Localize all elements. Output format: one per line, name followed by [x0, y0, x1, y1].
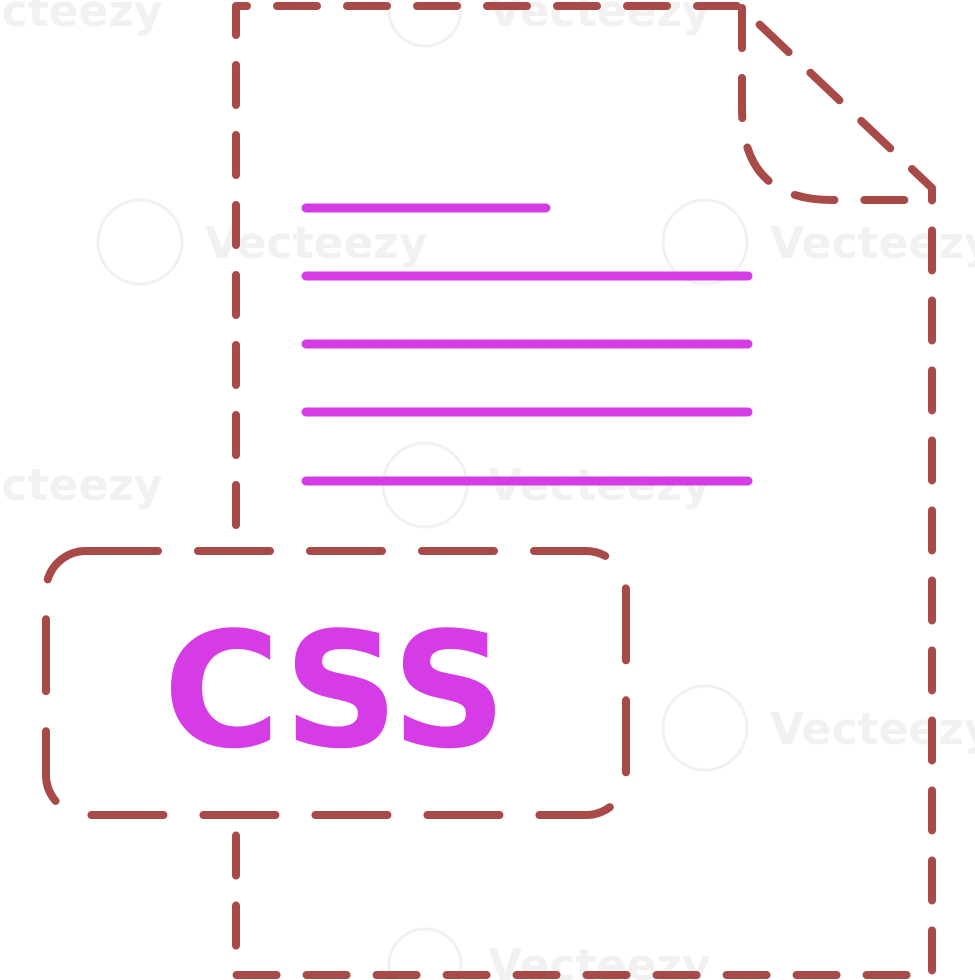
watermark-text: Vecteezy [0, 0, 163, 37]
watermark-text: Vecteezy [770, 218, 975, 269]
watermark-text: Vecteezy [205, 218, 428, 269]
watermark-text: Vecteezy [770, 704, 975, 755]
folded-corner [738, 4, 936, 204]
document-text-lines [301, 203, 753, 486]
file-type-label-box [42, 547, 630, 819]
watermark-text: Vecteezy [0, 460, 163, 511]
document-outline [232, 2, 936, 979]
file-type-label: CSS [163, 597, 507, 784]
